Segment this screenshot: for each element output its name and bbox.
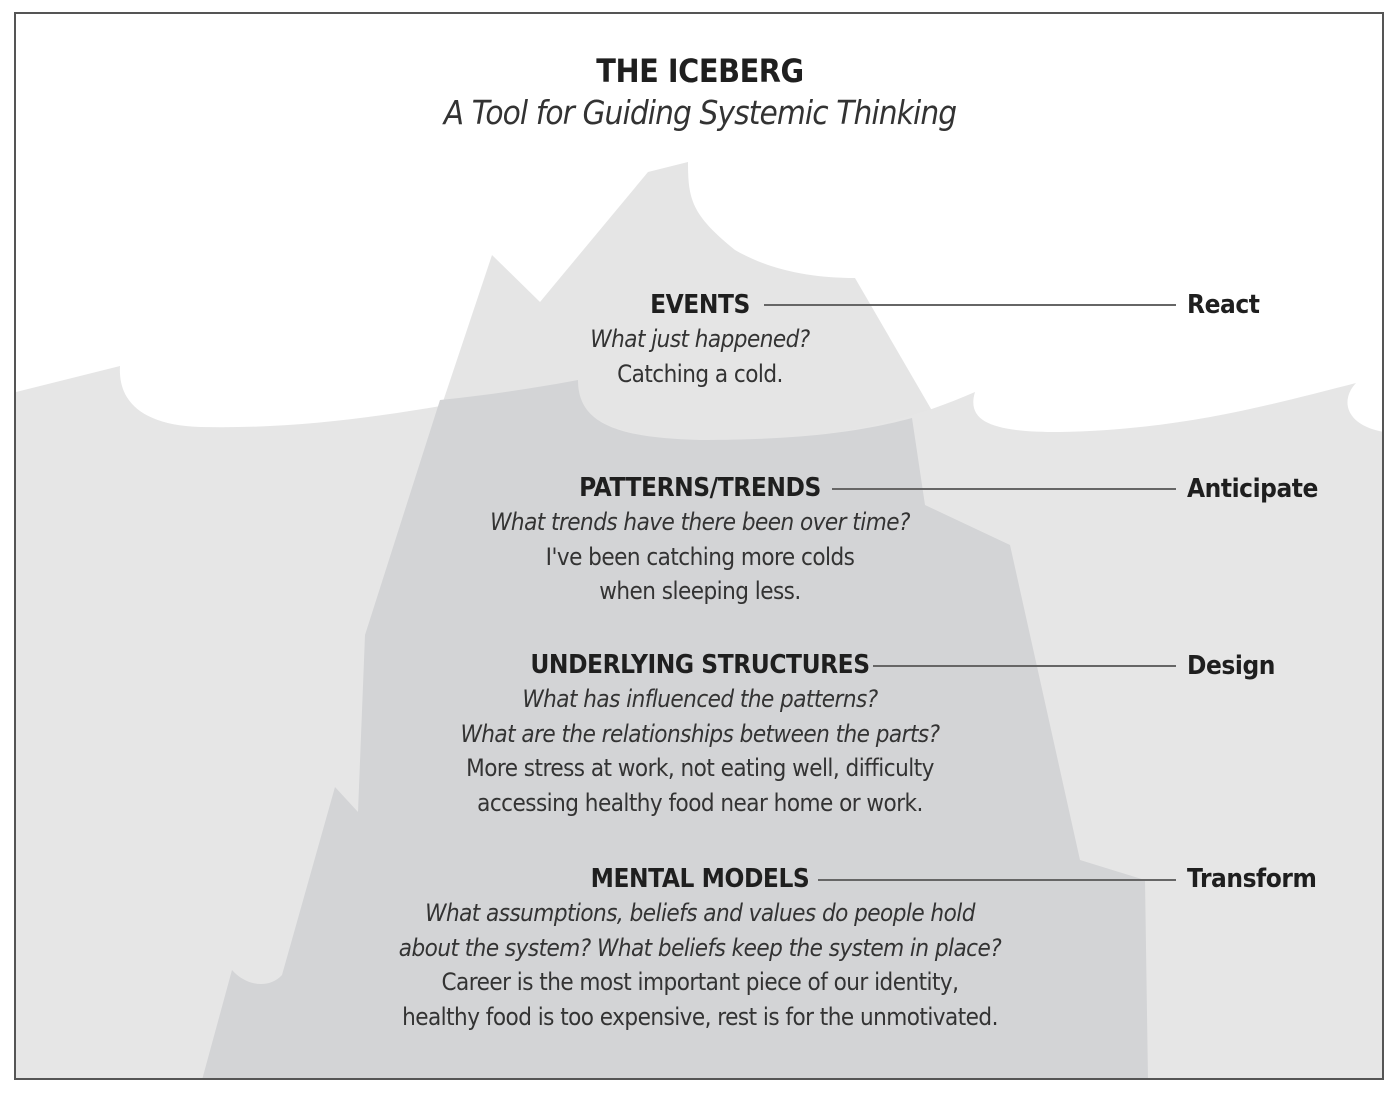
level-heading: UNDERLYING STRUCTURES [530,650,870,680]
level-example: accessing healthy food near home or work… [477,788,923,817]
level-example: when sleeping less. [599,577,801,605]
diagram-title: THE ICEBERG [596,52,804,90]
level-question: about the system? What beliefs keep the … [398,933,1002,962]
level-patterns-trends: PATTERNS/TRENDS What trends have there b… [0,471,1400,609]
action-label-design: Design [1187,651,1275,681]
leader-line-patterns [832,488,1176,490]
level-example: Catching a cold. [617,359,783,388]
level-question: What are the relationships between the p… [460,719,940,748]
level-example: Career is the most important piece of ou… [441,968,959,996]
level-question: What assumptions, beliefs and values do … [425,899,975,927]
level-underlying-structures: UNDERLYING STRUCTURES What has influence… [0,648,1400,820]
leader-line-structures [873,665,1176,667]
level-events: EVENTS What just happened? Catching a co… [0,288,1400,391]
action-label-transform: Transform [1187,864,1317,894]
level-example: More stress at work, not eating well, di… [466,754,934,782]
diagram-subtitle: A Tool for Guiding Systemic Thinking [443,93,957,132]
iceberg-submerged [202,380,1148,1078]
level-question: What has influenced the patterns? [522,685,878,713]
leader-line-events [764,304,1176,306]
level-example: healthy food is too expensive, rest is f… [402,1002,998,1031]
action-label-react: React [1187,290,1260,320]
level-example: I've been catching more colds [545,542,855,571]
level-heading: MENTAL MODELS [590,864,810,894]
action-label-anticipate: Anticipate [1187,474,1318,504]
level-question: What just happened? [590,325,810,353]
leader-line-mental-models [818,879,1176,881]
level-heading: EVENTS [650,290,750,320]
level-mental-models: MENTAL MODELS What assumptions, beliefs … [0,862,1400,1034]
level-heading: PATTERNS/TRENDS [579,473,821,503]
level-question: What trends have there been over time? [490,508,910,536]
